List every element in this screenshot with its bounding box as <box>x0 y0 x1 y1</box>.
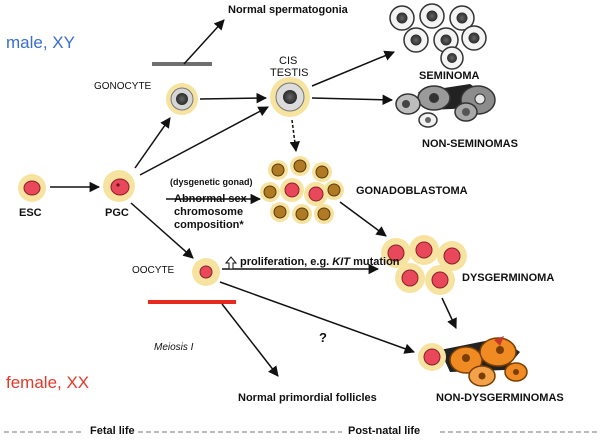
male-xy-label: male, XY <box>6 33 75 52</box>
chromosome-label: chromosome <box>174 206 244 218</box>
arrow-cis-seminoma <box>311 50 395 87</box>
fetal-life-label: Fetal life <box>90 425 135 437</box>
pgc-cell <box>103 170 135 202</box>
cis-label: CIS <box>279 55 298 67</box>
cis-testis-cell <box>270 77 310 117</box>
oocyte-cell <box>192 258 220 286</box>
esc-label: ESC <box>19 207 42 219</box>
postnatal-life-label: Post-natal life <box>348 425 421 437</box>
arrow-pgc-gonocyte <box>134 117 171 169</box>
gonadoblastoma-cluster <box>260 156 344 224</box>
meiosis-label: Meiosis I <box>154 342 194 353</box>
normal-follicles-label: Normal primordial follicles <box>238 392 377 404</box>
dysgerminoma-label: DYSGERMINOMA <box>462 272 555 284</box>
gonocyte-cell <box>166 83 198 115</box>
esc-cell <box>18 174 46 202</box>
seminoma-cluster <box>389 3 487 70</box>
non-dysgerminomas-label: NON-DYSGERMINOMAS <box>436 392 564 404</box>
pgc-label: PGC <box>105 207 129 219</box>
gonadoblastoma-label: GONADOBLASTOMA <box>356 185 468 197</box>
arrow-cis-nonseminoma <box>311 94 394 106</box>
arrow-gonocyte-cis <box>199 92 268 104</box>
normal-spermatogonia-label: Normal spermatogonia <box>228 4 348 16</box>
dysgenetic-gonad-label: (dysgenetic gonad) <box>170 177 253 187</box>
gonocyte-label: GONOCYTE <box>94 81 152 92</box>
arrow-pgc-cis <box>139 106 269 176</box>
non-seminomas-label: NON-SEMINOMAS <box>422 138 518 150</box>
seminoma-label: SEMINOMA <box>419 70 480 82</box>
arrow-to-spermatogonia <box>183 19 225 65</box>
arrow-pgc-oocyte <box>130 202 194 259</box>
arrow-gonadoblastoma-dysgerminoma <box>339 201 387 237</box>
arrow-dysgerminoma-nondysgerminoma <box>441 297 457 329</box>
question-mark: ? <box>319 330 327 345</box>
testis-label: TESTIS <box>270 67 309 79</box>
kit-gene-label: KIT <box>332 256 351 268</box>
composition-label: composition* <box>174 219 244 231</box>
non-seminomas-cluster <box>395 84 496 128</box>
up-arrow-icon <box>224 256 238 270</box>
female-xx-label: female, XX <box>6 373 90 392</box>
oocyte-label: OOCYTE <box>132 265 175 276</box>
non-dysgerminomas-cluster <box>418 336 528 387</box>
proliferation-label: proliferation, e.g. KIT mutation <box>240 256 400 268</box>
abnormal-sex-label: Abnormal sex <box>174 193 247 205</box>
dysgerminoma-cluster <box>381 235 467 295</box>
arrow-cis-gonadoblastoma <box>289 119 300 153</box>
arrow-to-primordial-follicles <box>221 303 279 377</box>
arrow-oocyte-nondysgerminoma <box>219 281 415 354</box>
